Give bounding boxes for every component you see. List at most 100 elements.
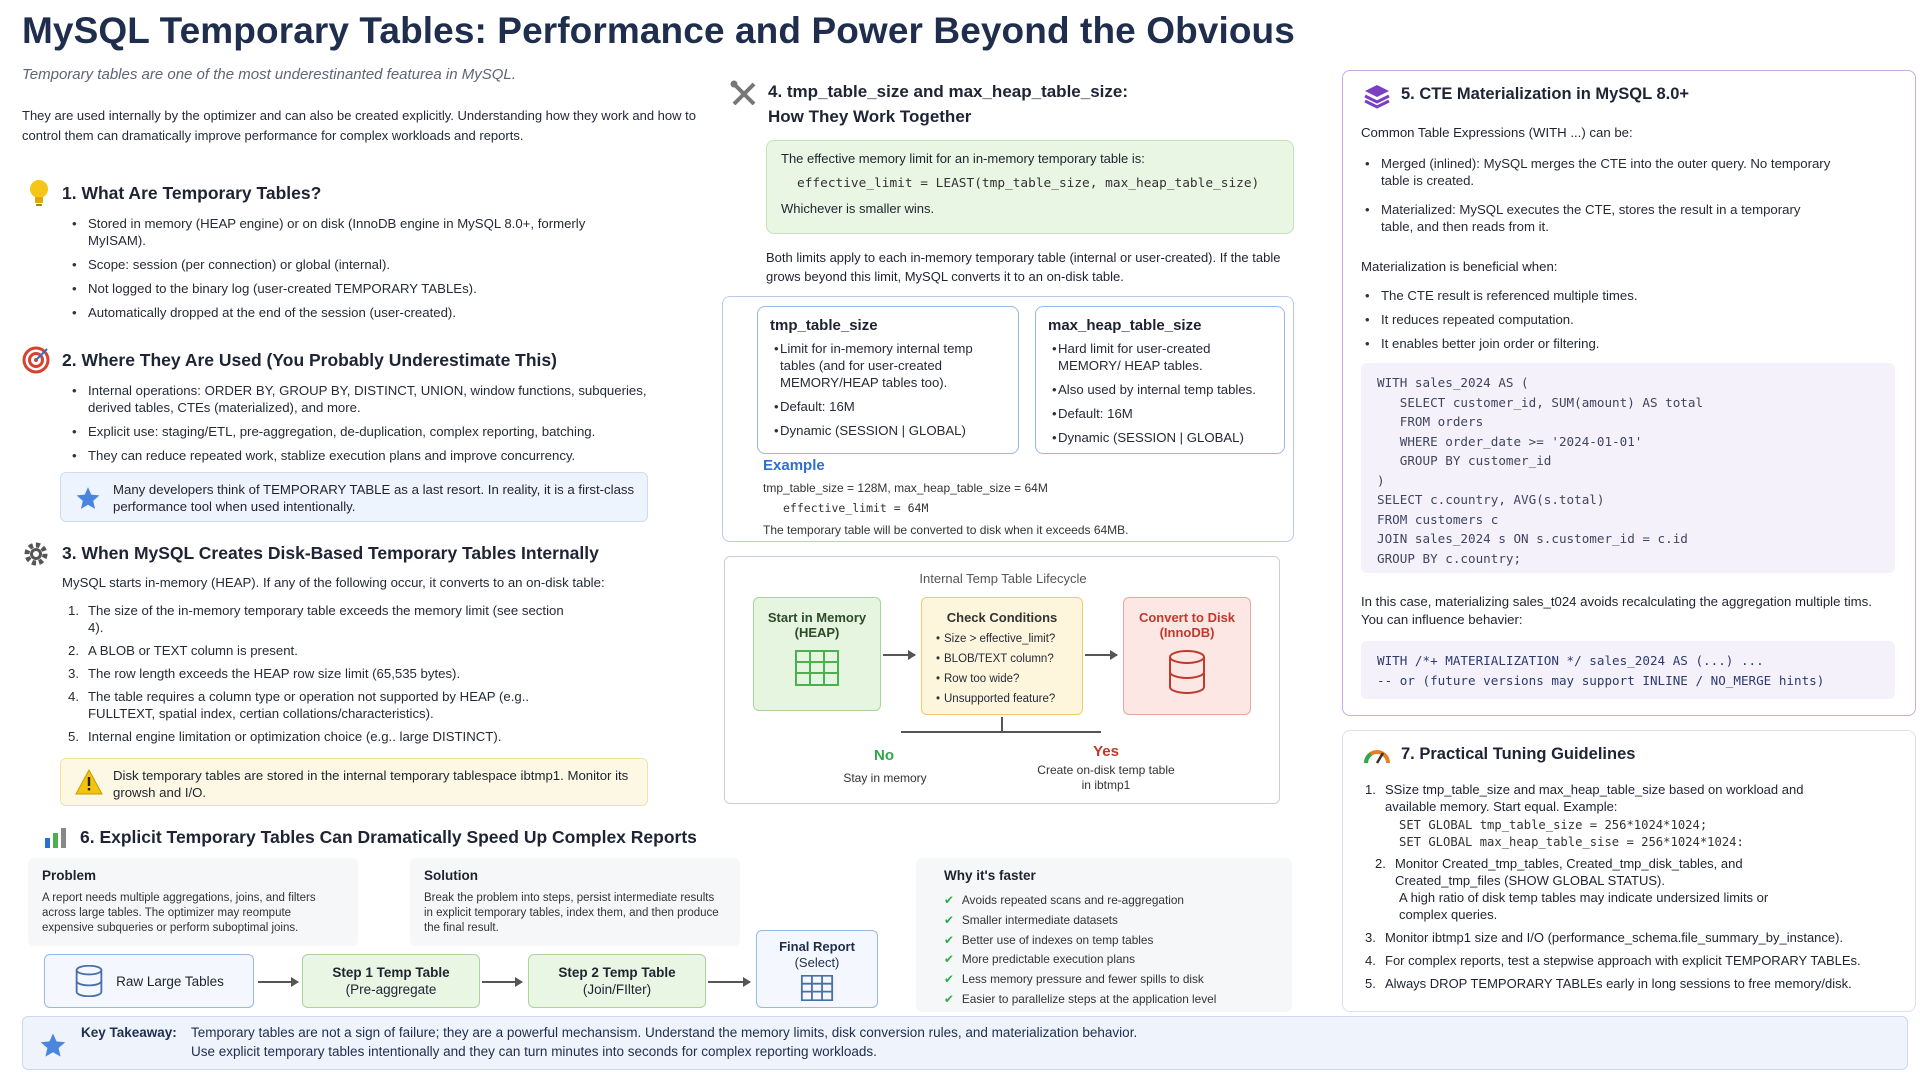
why-title: Why it's faster xyxy=(944,868,1036,883)
max-heap-table-size-card: max_heap_table_size Hard limit for user-… xyxy=(1035,306,1285,454)
box-label: Step 1 Temp Table xyxy=(332,965,450,980)
box-label: Start in Memory (HEAP) xyxy=(767,610,867,640)
list-item: BLOB/TEXT column? xyxy=(932,651,1072,668)
item-text: Less memory pressure and fewer spills to… xyxy=(961,972,1204,987)
list-item: ✔ Less memory pressure and fewer spills t… xyxy=(944,970,1264,990)
list-item: Dynamic (SESSION | GLOBAL) xyxy=(1048,429,1272,446)
section-5-lead: Common Table Expressions (WITH ...) can … xyxy=(1361,125,1633,140)
check-icon: ✔ xyxy=(944,893,954,907)
step-1-box: Step 1 Temp Table (Pre-aggregate xyxy=(302,954,480,1008)
section-5-after: In this case, materializing sales_t024 a… xyxy=(1361,594,1872,627)
warning-icon xyxy=(75,769,103,795)
key-takeaway-line2: Use explicit temporary tables intentiona… xyxy=(191,1044,877,1059)
list-item: Dynamic (SESSION | GLOBAL) xyxy=(770,422,1006,439)
box-label: Convert to Disk (InnoDB) xyxy=(1138,610,1236,640)
cte-code-block: WITH sales_2024 AS ( SELECT customer_id,… xyxy=(1361,363,1895,573)
card-list: Limit for in-memory internal temp tables… xyxy=(770,340,1006,439)
list-item: ✔Better use of indexes on temp tables xyxy=(944,931,1264,951)
section-3-lead: MySQL starts in-memory (HEAP). If any of… xyxy=(62,575,605,590)
section-4-note: Both limits apply to each in-memory temp… xyxy=(766,250,1281,284)
list-item: Size > effective_limit? xyxy=(932,631,1072,648)
tmp-table-size-card: tmp_table_size Limit for in-memory inter… xyxy=(757,306,1019,454)
section-2-callout: Many developers think of TEMPORARY TABLE… xyxy=(60,472,648,522)
list-item: It reduces repeated computation. xyxy=(1361,311,1841,328)
list-item: Internal operations: ORDER BY, GROUP BY,… xyxy=(68,382,648,416)
hint-code-block: WITH /*+ MATERIALIZATION */ sales_2024 A… xyxy=(1361,641,1895,699)
solution-box: Solution Break the problem into steps, p… xyxy=(410,858,740,946)
solution-title: Solution xyxy=(424,868,478,883)
list-item: Explicit use: staging/ETL, pre-aggregati… xyxy=(68,423,648,440)
check-icon: ✔ xyxy=(944,972,954,987)
section-2-title: 2. Where They Are Used (You Probably Und… xyxy=(62,350,557,370)
database-icon xyxy=(1169,650,1205,695)
box-label: Raw Large Tables xyxy=(116,973,224,989)
lifecycle-diagram: Internal Temp Table Lifecycle Start in M… xyxy=(724,556,1280,804)
list-item: Limit for in-memory internal temp tables… xyxy=(770,340,1006,391)
section-1-title: 1. What Are Temporary Tables? xyxy=(62,183,322,203)
convert-to-disk-box: Convert to Disk (InnoDB) xyxy=(1123,597,1251,715)
section-3-callout: Disk temporary tables are stored in the … xyxy=(60,758,648,806)
item-text: Smaller intermediate datasets xyxy=(961,912,1118,927)
star-icon xyxy=(40,1033,66,1057)
section-6-title: 6. Explicit Temporary Tables Can Dramati… xyxy=(80,827,697,847)
no-text: Stay in memory xyxy=(843,771,927,785)
section-7-title: 7. Practical Tuning Guidelines xyxy=(1401,745,1636,763)
list-item: The size of the in-memory temporary tabl… xyxy=(68,602,564,635)
box-sublabel: (Select) xyxy=(794,955,840,970)
table-icon xyxy=(800,974,834,1002)
effective-limit-code: effective_limit = LEAST(tmp_table_size, … xyxy=(797,176,1260,191)
raw-large-tables-box: Raw Large Tables xyxy=(44,954,254,1008)
section-7-list: 1.SSize tmp_table_size and max_heap_tabl… xyxy=(1365,781,1905,992)
connector xyxy=(1001,717,1003,731)
page-title: MySQL Temporary Tables: Performance and … xyxy=(22,10,1295,51)
solution-text: Break the problem into steps, persist in… xyxy=(424,892,719,934)
section-3-list: The size of the in-memory temporary tabl… xyxy=(66,602,566,751)
conditions-list: Size > effective_limit? BLOB/TEXT column… xyxy=(932,631,1072,708)
target-icon xyxy=(22,346,50,374)
list-item: Default: 16M xyxy=(1048,405,1272,422)
problem-text: A report needs multiple aggregations, jo… xyxy=(42,892,316,934)
box-label: Step 2 Temp Table xyxy=(558,965,676,980)
table-icon xyxy=(795,650,839,686)
box-sublabel: (Pre-aggregate xyxy=(345,982,437,997)
list-item: ✔Easier to parallelize steps at the appl… xyxy=(944,990,1264,1010)
list-item: The CTE result is referenced multiple ti… xyxy=(1361,287,1841,304)
params-panel: tmp_table_size Limit for in-memory inter… xyxy=(722,296,1294,542)
example-line3: The temporary table will be converted to… xyxy=(763,523,1129,537)
database-icon xyxy=(75,965,103,997)
list-item: Scope: session (per connection) or globa… xyxy=(68,256,588,273)
list-item: Internal engine limitation or optimizati… xyxy=(68,728,502,745)
section-5-benefits: The CTE result is referenced multiple ti… xyxy=(1361,287,1841,359)
effective-limit-lead: The effective memory limit for an in-mem… xyxy=(781,151,1145,166)
callout-text: Many developers think of TEMPORARY TABLE… xyxy=(113,482,635,514)
list-item-detail: A high ratio of disk temp tables may ind… xyxy=(1399,890,1769,922)
arrow xyxy=(258,977,299,987)
callout-text: Disk temporary tables are stored in the … xyxy=(113,768,629,800)
section-5-title: 5. CTE Materialization in MySQL 8.0+ xyxy=(1401,85,1690,103)
why-faster-box: Why it's faster ✔Avoids repeated scans a… xyxy=(916,858,1292,1012)
check-icon: ✔ xyxy=(944,912,954,927)
example-label: Example xyxy=(763,457,825,474)
section-7-panel: 7. Practical Tuning Guidelines 1.SSize t… xyxy=(1342,730,1916,1012)
check-icon: ✔ xyxy=(944,932,954,947)
arrow xyxy=(482,977,523,987)
list-item: Materialized: MySQL executes the CTE, st… xyxy=(1361,201,1831,235)
gear-icon xyxy=(24,542,48,566)
section-5-modes: Merged (inlined): MySQL merges the CTE i… xyxy=(1361,155,1831,242)
arrow xyxy=(708,977,751,987)
list-item: The table requires a column type or oper… xyxy=(68,688,530,721)
list-item: The row length exceeds the HEAP row size… xyxy=(68,665,461,682)
list-item: Monitor Created_tmp_tables, Created_tmp_… xyxy=(1395,856,1743,888)
tools-icon xyxy=(730,80,756,106)
bar-chart-icon xyxy=(45,828,66,848)
list-item: Stored in memory (HEAP engine) or on dis… xyxy=(68,215,588,249)
section-2-list: Internal operations: ORDER BY, GROUP BY,… xyxy=(68,382,648,471)
check-conditions-box: Check Conditions Size > effective_limit?… xyxy=(921,597,1083,715)
list-item: ✔More predictable execution plans xyxy=(944,950,1264,970)
key-takeaway-bar: Key Takeaway: Temporary tables are not a… xyxy=(22,1016,1908,1070)
list-item: Automatically dropped at the end of the … xyxy=(68,304,588,321)
card-list: Hard limit for user-created MEMORY/ HEAP… xyxy=(1048,340,1272,446)
problem-title: Problem xyxy=(42,868,97,883)
yes-text: Create on-disk temp table in ibtmp1 xyxy=(1037,763,1175,792)
list-item: A BLOB or TEXT column is present. xyxy=(68,642,298,659)
